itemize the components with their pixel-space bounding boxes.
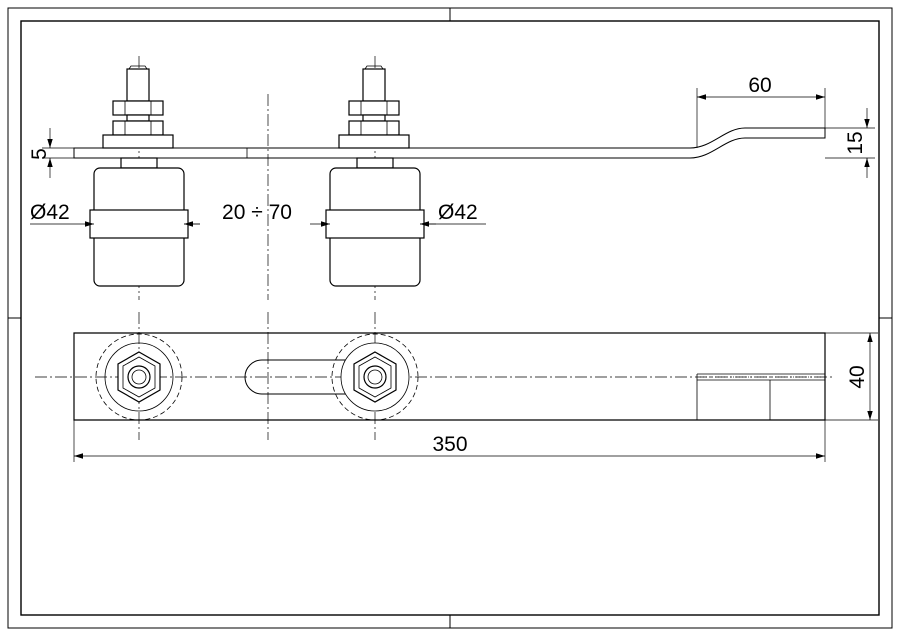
plate-width-label: 40 [846, 365, 869, 388]
left-roller [89, 167, 189, 287]
bend-length-label: 60 [748, 74, 771, 97]
left-roller-top [95, 333, 183, 421]
roller-spacing-label: 20 ÷ 70 [222, 201, 292, 224]
bend-offset-label: 15 [844, 131, 867, 154]
plate-end-slot [696, 373, 825, 420]
right-roller-top [331, 333, 419, 421]
left-bolt-assembly [102, 65, 174, 169]
sheet-frame [7, 7, 893, 629]
left-roller-diameter-label: Ø42 [30, 201, 70, 224]
plate-outline [73, 332, 826, 421]
plate-thickness-label: 5 [28, 148, 51, 160]
plate-strip [73, 127, 826, 159]
top-view [35, 312, 835, 440]
total-length-label: 350 [432, 433, 467, 456]
side-view [73, 56, 826, 300]
side-view-dimensions: 5 60 15 Ø42 20 ÷ 70 Ø42 [28, 74, 875, 227]
right-roller-diameter-label: Ø42 [438, 201, 478, 224]
right-roller [325, 167, 425, 287]
top-view-dimensions: 350 40 [73, 332, 878, 462]
right-bolt-assembly [338, 65, 410, 169]
